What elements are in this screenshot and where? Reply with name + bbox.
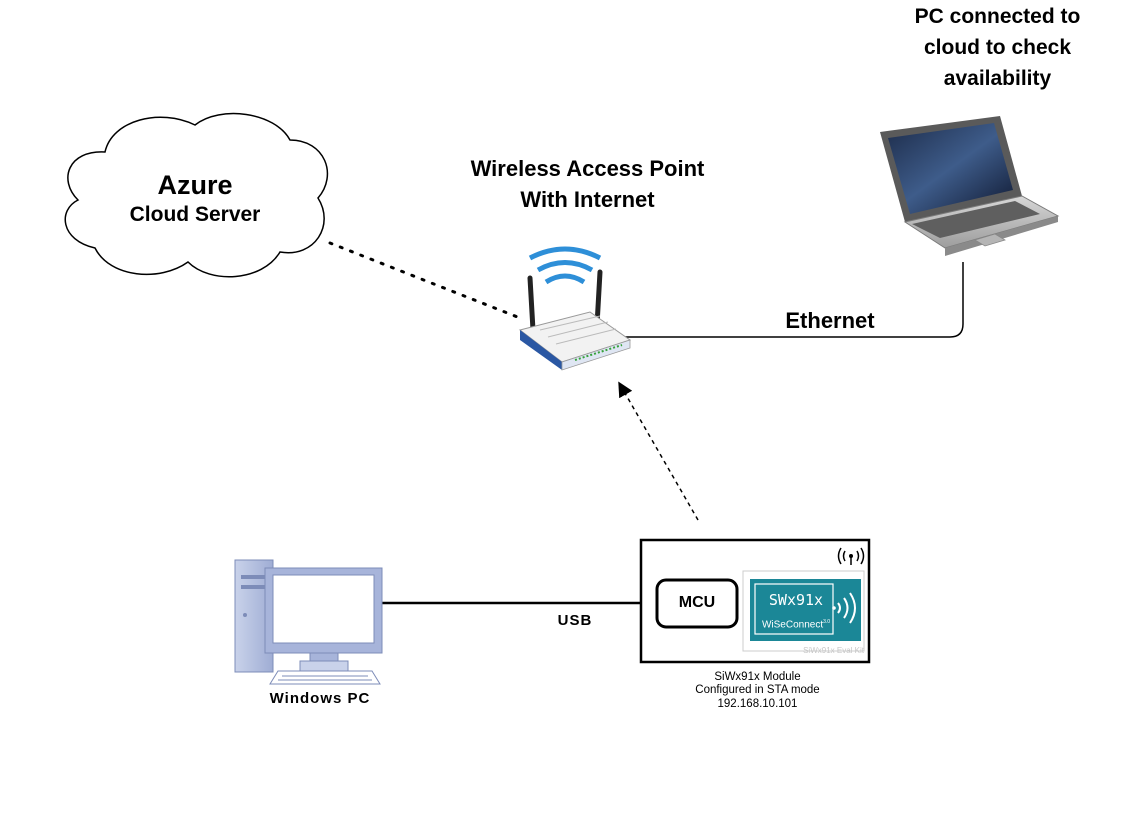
cloud-title: Azure [157, 170, 233, 200]
siwx91x-board [639, 538, 871, 664]
laptop-label-line1: PC connected to [914, 5, 1081, 28]
chip-subtitle-version: 3.0 [823, 619, 831, 625]
desktop-pc-icon [234, 559, 383, 685]
module-mode: Configured in STA mode [695, 684, 820, 696]
laptop-label-line3: availability [943, 67, 1052, 90]
cloud-shape [64, 112, 329, 278]
windows-pc-label: Windows PC [269, 690, 371, 707]
usb-label: USB [557, 612, 593, 629]
chip-subtitle-text: WiSeConnect [761, 619, 824, 631]
access-point-label-line1: Wireless Access Point [470, 156, 705, 181]
ethernet-label: Ethernet [785, 308, 875, 333]
cloud-subtitle: Cloud Server [129, 203, 261, 226]
mcu-label: MCU [678, 594, 716, 611]
cloud-router-link [328, 241, 522, 320]
chip-subtitle: WiSeConnect3.0 [757, 619, 835, 630]
module-name: SiWx91x Module [714, 671, 801, 683]
module-ip: 192.168.10.101 [717, 698, 798, 710]
board-caption: SiWx91x Eval Kit [803, 646, 864, 655]
access-point-label-line2: With Internet [520, 187, 655, 212]
router-icon [518, 246, 632, 371]
chip-name: SWx91x [768, 591, 824, 609]
laptop-icon [880, 116, 1060, 256]
ethernet-link [625, 262, 964, 338]
laptop-label-line2: cloud to check [923, 36, 1072, 59]
module-router-link [618, 381, 699, 521]
